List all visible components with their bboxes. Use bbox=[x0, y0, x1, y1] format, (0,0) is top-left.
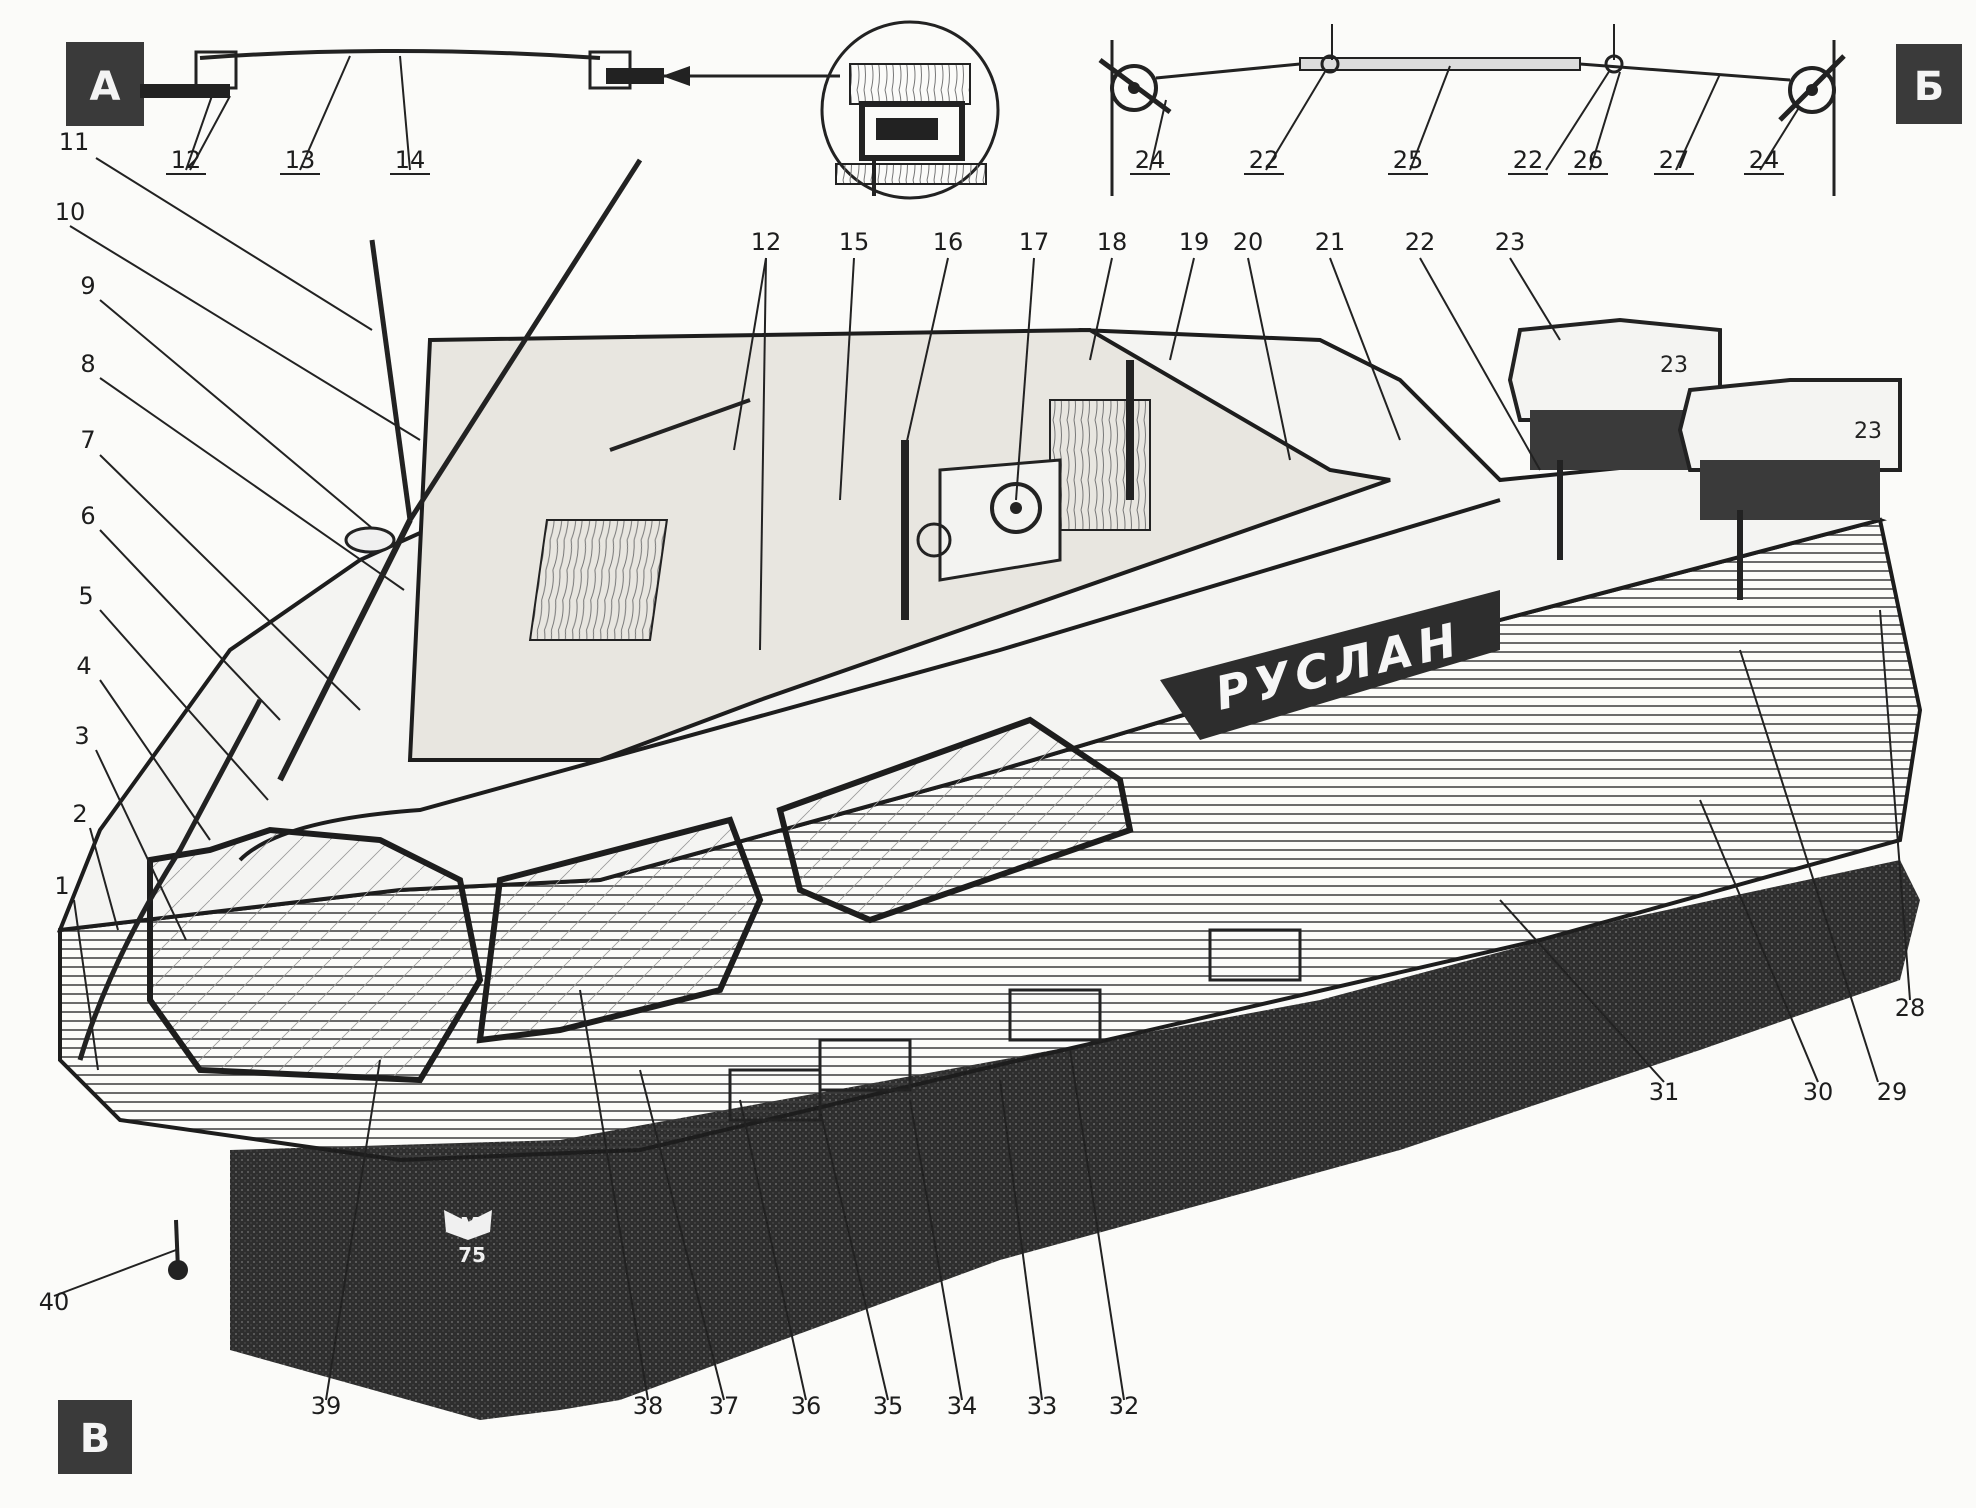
detail-a: А 12 13 14 bbox=[66, 20, 1000, 200]
label-11: 11 bbox=[59, 128, 90, 156]
label-b-26: 26 bbox=[1573, 146, 1604, 174]
label-b-22-right: 22 bbox=[1513, 146, 1544, 174]
label-32: 32 bbox=[1109, 1392, 1140, 1420]
panel-letter-a: А bbox=[90, 64, 121, 110]
label-8: 8 bbox=[80, 350, 95, 378]
side-window-2 bbox=[776, 716, 1134, 924]
detail-b: Б 24 22 25 22 26 27 24 bbox=[1098, 24, 1962, 196]
label-34: 34 bbox=[947, 1392, 978, 1420]
name-plate bbox=[1160, 590, 1500, 740]
label-28: 28 bbox=[1895, 994, 1926, 1022]
label-16: 16 bbox=[933, 228, 964, 256]
label-3: 3 bbox=[74, 722, 89, 750]
label-17: 17 bbox=[1019, 228, 1050, 256]
label-21: 21 bbox=[1315, 228, 1346, 256]
label-4: 4 bbox=[76, 652, 91, 680]
label-a-12: 12 bbox=[171, 146, 202, 174]
label-9: 9 bbox=[80, 272, 95, 300]
panel-letter-box-a bbox=[66, 42, 144, 126]
boat-illustration: М 75 РУСЛАН bbox=[56, 158, 1923, 1420]
label-40: 40 bbox=[39, 1288, 70, 1316]
label-10: 10 bbox=[55, 198, 86, 226]
label-23: 23 bbox=[1495, 228, 1526, 256]
label-b-24-right: 24 bbox=[1749, 146, 1780, 174]
panel-letter-b: Б bbox=[1914, 64, 1945, 110]
emblem-bottom: 75 bbox=[458, 1243, 486, 1267]
motor-number-left: 23 bbox=[1660, 353, 1688, 378]
label-2: 2 bbox=[72, 800, 87, 828]
side-window-1 bbox=[476, 816, 764, 1044]
emblem-top: М bbox=[460, 1213, 480, 1237]
label-35: 35 bbox=[873, 1392, 904, 1420]
panel-letter-v: В bbox=[80, 1416, 111, 1462]
label-39: 39 bbox=[311, 1392, 342, 1420]
label-a-14: 14 bbox=[395, 146, 426, 174]
label-20: 20 bbox=[1233, 228, 1264, 256]
hull-emblem: М 75 bbox=[444, 1210, 492, 1267]
label-b-25: 25 bbox=[1393, 146, 1424, 174]
label-texts: 1 2 3 4 5 6 7 8 9 10 11 12 15 16 17 18 1… bbox=[39, 128, 1926, 1420]
label-12: 12 bbox=[751, 228, 782, 256]
outboard-motors: 23 23 bbox=[1507, 317, 1902, 600]
label-22: 22 bbox=[1405, 228, 1436, 256]
label-19: 19 bbox=[1179, 228, 1210, 256]
label-36: 36 bbox=[791, 1392, 822, 1420]
label-29: 29 bbox=[1877, 1078, 1908, 1106]
label-18: 18 bbox=[1097, 228, 1128, 256]
label-5: 5 bbox=[78, 582, 93, 610]
label-b-24-left: 24 bbox=[1135, 146, 1166, 174]
label-a-13: 13 bbox=[285, 146, 316, 174]
lower-hull bbox=[230, 860, 1920, 1420]
label-31: 31 bbox=[1649, 1078, 1680, 1106]
label-1: 1 bbox=[54, 872, 69, 900]
motor-number-right: 23 bbox=[1854, 419, 1882, 444]
label-37: 37 bbox=[709, 1392, 740, 1420]
label-15: 15 bbox=[839, 228, 870, 256]
label-b-27: 27 bbox=[1659, 146, 1690, 174]
label-38: 38 bbox=[633, 1392, 664, 1420]
label-6: 6 bbox=[80, 502, 95, 530]
label-b-22-left: 22 bbox=[1249, 146, 1280, 174]
panel-letter-box-b bbox=[1896, 44, 1962, 124]
windshield bbox=[147, 826, 484, 1084]
label-30: 30 bbox=[1803, 1078, 1834, 1106]
callout-labels bbox=[53, 157, 1911, 1401]
label-33: 33 bbox=[1027, 1392, 1058, 1420]
label-7: 7 bbox=[80, 426, 95, 454]
panel-letter-box-v bbox=[58, 1400, 132, 1474]
